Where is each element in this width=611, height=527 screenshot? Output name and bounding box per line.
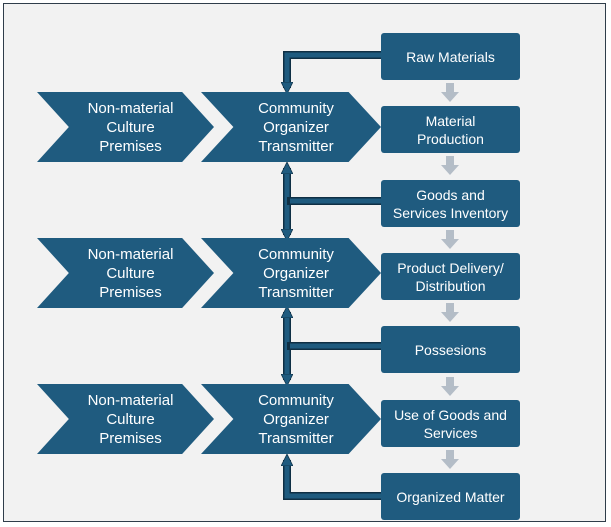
flow-box-label: Organized Matter (396, 488, 505, 505)
flow-box-product-delivery: Product Delivery/ Distribution (381, 253, 520, 300)
culture-premises-label-3: Non-material Culture Premises (87, 391, 174, 447)
community-organizer-label-3: Community Organizer Transmitter (258, 391, 334, 447)
down-arrow-icon (441, 83, 459, 102)
flow-box-goods-inventory: Goods and Services Inventory (381, 180, 520, 227)
connector-raw-to-organizer-1 (283, 51, 381, 88)
down-arrow-icon (441, 450, 459, 469)
flow-box-label: Possesions (414, 341, 487, 358)
flow-box-possesions: Possesions (381, 326, 520, 373)
flow-box-raw-materials: Raw Materials (381, 33, 520, 80)
culture-premises-chevron-3: Non-material Culture Premises (37, 384, 214, 454)
flow-box-label: Goods and Services Inventory (392, 186, 509, 221)
connector-matter-to-organizer-3 (283, 460, 381, 500)
flow-box-use-of-goods: Use of Goods and Services (381, 400, 520, 447)
culture-premises-label-1: Non-material Culture Premises (87, 99, 174, 155)
flow-box-label: Product Delivery/ Distribution (397, 259, 504, 294)
flow-box-label: Material Production (417, 112, 484, 147)
community-organizer-label-1: Community Organizer Transmitter (258, 99, 334, 155)
down-arrow-icon (441, 377, 459, 396)
culture-premises-label-2: Non-material Culture Premises (87, 245, 174, 301)
flow-box-organized-matter: Organized Matter (381, 473, 520, 520)
community-organizer-label-2: Community Organizer Transmitter (258, 245, 334, 301)
flow-box-label: Use of Goods and Services (394, 406, 507, 441)
down-arrow-icon (441, 303, 459, 322)
down-arrow-icon (441, 230, 459, 249)
flow-box-material-production: Material Production (381, 106, 520, 153)
flow-box-label: Raw Materials (406, 48, 495, 65)
down-arrow-icon (441, 156, 459, 175)
